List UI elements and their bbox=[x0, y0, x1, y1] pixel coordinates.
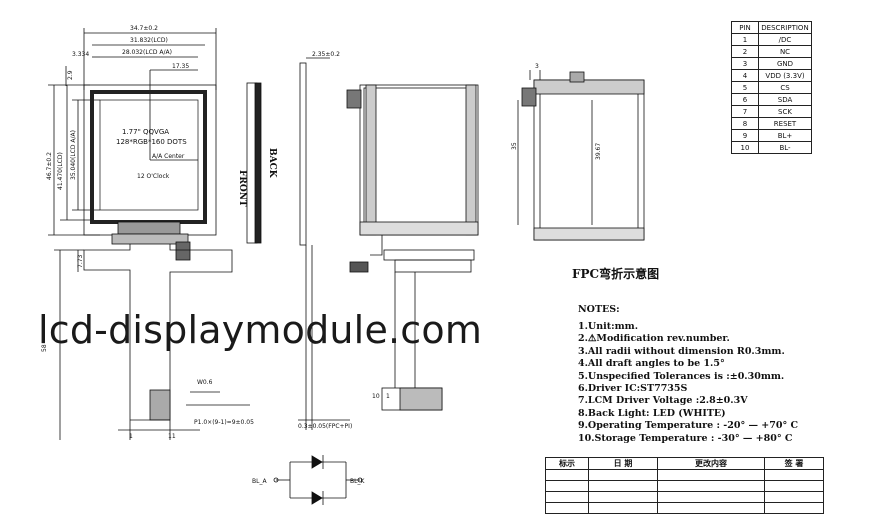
notes-list: 1.Unit:mm. 2.⚠Modification rev.number. 3… bbox=[578, 321, 798, 445]
list-item: 9.Operating Temperature : -20° — +70° C bbox=[578, 420, 799, 432]
rev-sign-header: 签 署 bbox=[764, 457, 824, 470]
table-row bbox=[545, 469, 824, 481]
pin-number: 5 bbox=[731, 81, 759, 94]
lcd-size-label: 1.77" QQVGA bbox=[122, 128, 169, 136]
pin-description: VDD (3.3V) bbox=[758, 69, 812, 82]
pin-10-label: 10 bbox=[372, 393, 380, 400]
dim-outline-width: 34.7±0.2 bbox=[130, 25, 158, 32]
notes-section: NOTES: 1.Unit:mm. 2.⚠Modification rev.nu… bbox=[578, 304, 798, 445]
pin-number: 7 bbox=[731, 105, 759, 118]
lcd-dots-label: 128*RGB*160 DOTS bbox=[116, 138, 187, 146]
pin-number: 8 bbox=[731, 117, 759, 130]
notes-title: NOTES: bbox=[578, 304, 620, 315]
list-item: 7.LCM Driver Voltage :2.8±0.3V bbox=[578, 395, 748, 407]
revision-table: 标示 日 期 更改内容 签 署 bbox=[545, 457, 824, 514]
pin-description: SDA bbox=[758, 93, 812, 106]
pin-description: RESET bbox=[758, 117, 812, 130]
back-label: BACK bbox=[267, 148, 277, 179]
circuit-right-label: BL_K bbox=[350, 478, 365, 485]
clock-label: 12 O'Clock bbox=[137, 173, 170, 180]
dim-aa-height: 35.040(LCD A/A) bbox=[70, 130, 77, 180]
dim-aa-width: 28.032(LCD A/A) bbox=[122, 49, 172, 56]
pin-description: SCK bbox=[758, 105, 812, 118]
pin-number: 6 bbox=[731, 93, 759, 106]
dim-fold-right: 39.67 bbox=[595, 143, 602, 160]
pin-number: 3 bbox=[731, 57, 759, 70]
dim-bottom-b: 11 bbox=[168, 433, 176, 440]
pin-number: 1 bbox=[731, 33, 759, 46]
table-row bbox=[545, 502, 824, 514]
dim-left-offset: 3.334 bbox=[72, 51, 89, 58]
dim-lcd-width: 31.832(LCD) bbox=[130, 37, 168, 44]
pin-description: CS bbox=[758, 81, 812, 94]
dim-offset-right: 17.35 bbox=[172, 63, 189, 70]
watermark-url: lcd-displaymodule.com bbox=[38, 308, 483, 352]
rev-content-header: 更改内容 bbox=[657, 457, 765, 470]
dim-fold-top: 3 bbox=[535, 63, 539, 70]
dim-bottom-a: 1 bbox=[129, 433, 133, 440]
pin-description: /DC bbox=[758, 33, 812, 46]
pin-column-header: PIN bbox=[731, 21, 759, 34]
dim-top-gap: 2.9 bbox=[67, 70, 74, 80]
dim-fold-left: 35 bbox=[511, 142, 518, 150]
dim-pitch: P1.0×(9-1)=9±0.05 bbox=[194, 419, 254, 426]
dim-w06: W0.6 bbox=[197, 379, 213, 386]
pin-description: BL+ bbox=[758, 129, 812, 142]
pin-description: BL- bbox=[758, 141, 812, 154]
aa-center-label: A/A Center bbox=[152, 153, 185, 160]
list-item: 5.Unspecified Tolerances is :±0.30mm. bbox=[578, 370, 785, 382]
front-label: FRONT bbox=[237, 170, 247, 207]
table-row bbox=[545, 480, 824, 492]
list-item: 6.Driver IC:ST7735S bbox=[578, 382, 688, 394]
fpc-fold-title: FPC弯折示意图 bbox=[572, 266, 659, 281]
rev-mark-header: 标示 bbox=[545, 457, 589, 470]
dim-fpc-offset: 7.73 bbox=[77, 254, 84, 268]
dim-total-height: 46.7±0.2 bbox=[46, 152, 53, 180]
pin-description: NC bbox=[758, 45, 812, 58]
pin-number: 10 bbox=[731, 141, 759, 154]
pin-number: 9 bbox=[731, 129, 759, 142]
list-item: 10.Storage Temperature : -30° — +80° C bbox=[578, 432, 793, 444]
pin-number: 2 bbox=[731, 45, 759, 58]
description-column-header: DESCRIPTION bbox=[758, 21, 812, 34]
pin-table-header: PIN DESCRIPTION bbox=[731, 21, 812, 34]
table-row: 1/DC bbox=[731, 33, 812, 46]
pin-number: 4 bbox=[731, 69, 759, 82]
list-item: 2.⚠Modification rev.number. bbox=[578, 333, 730, 345]
table-row bbox=[545, 491, 824, 503]
list-item: 1.Unit:mm. bbox=[578, 321, 639, 332]
pin-1-label: 1 bbox=[386, 393, 390, 400]
dim-fpc-length: 58 bbox=[41, 344, 48, 352]
circuit-left-label: BL_A bbox=[252, 478, 267, 485]
revision-table-header: 标示 日 期 更改内容 签 署 bbox=[545, 457, 824, 470]
rev-date-header: 日 期 bbox=[588, 457, 658, 470]
list-item: 3.All radii without dimension R0.3mm. bbox=[578, 345, 785, 357]
dim-thickness: 2.35±0.2 bbox=[312, 51, 340, 58]
list-item: 8.Back Light: LED (WHITE) bbox=[578, 407, 726, 419]
dim-fpc-thick: 0.3±0.05(FPC+PI) bbox=[298, 423, 352, 430]
pin-description: GND bbox=[758, 57, 812, 70]
dim-lcd-height: 41.470(LCD) bbox=[57, 152, 64, 190]
list-item: 4.All draft angles to be 1.5° bbox=[578, 358, 725, 370]
